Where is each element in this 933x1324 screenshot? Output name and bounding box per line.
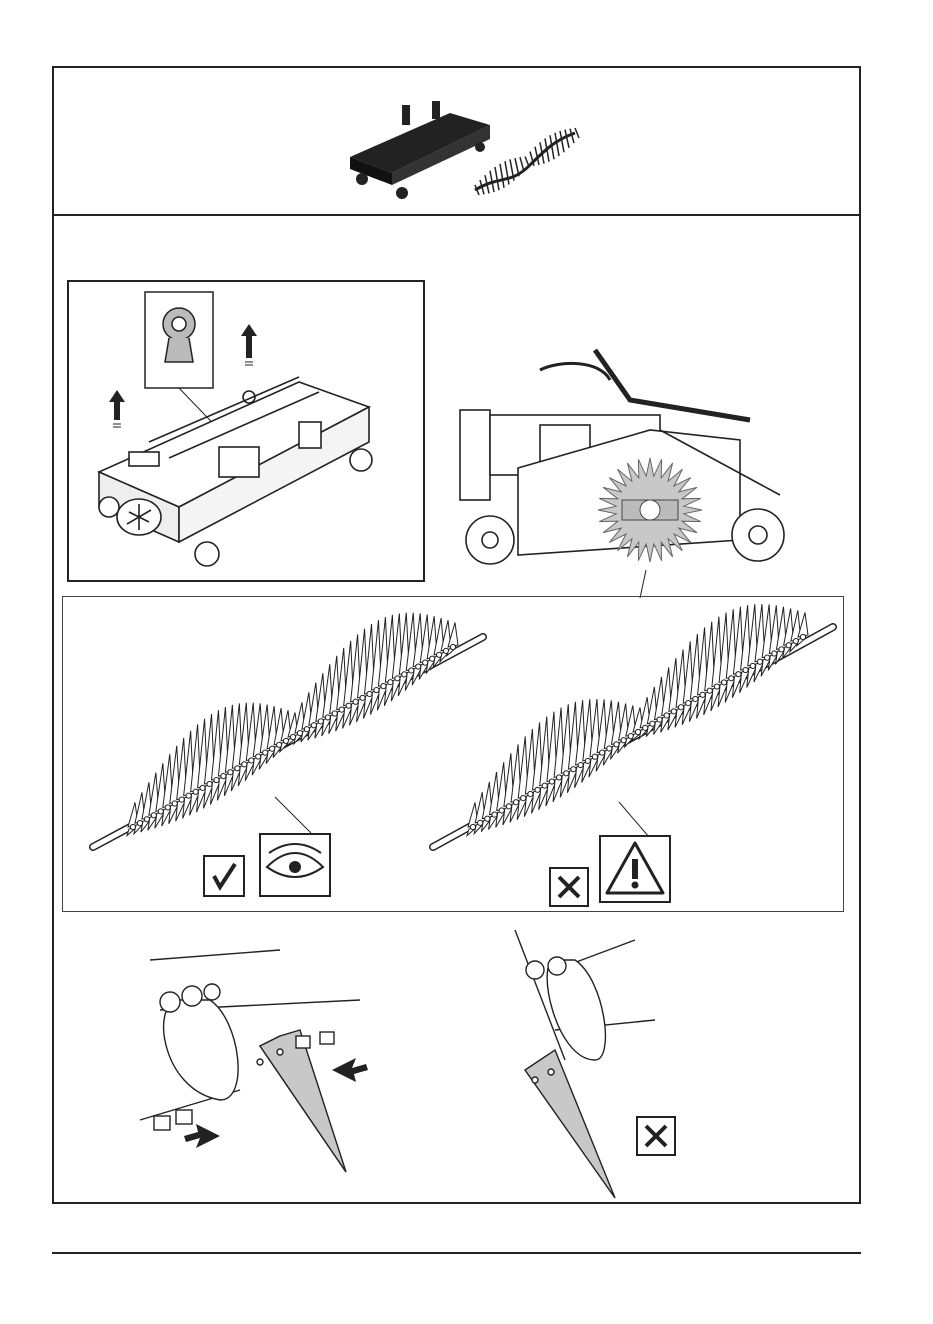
rotor-comparison-panel: [62, 596, 844, 912]
up-arrow-icon: [109, 390, 125, 427]
eye-icon: [259, 833, 331, 897]
lifting-points-drawing: [69, 282, 427, 584]
scarifier-isometric: [99, 377, 372, 566]
blade-assembly-detail: [120, 940, 420, 1180]
warning-icon: [599, 835, 671, 903]
cross-icon: [549, 867, 589, 907]
scarifier-machine-icon: [350, 101, 490, 199]
scarifier-header-illustration: [340, 95, 600, 205]
rotor-drawings: [63, 597, 845, 913]
footer-rule: [52, 1252, 861, 1254]
check-icon: [203, 855, 245, 897]
cross-icon: [636, 1116, 676, 1156]
lifting-points-panel: [67, 280, 425, 582]
up-arrow-icon: [241, 324, 257, 365]
lifting-eye-callout: [145, 292, 229, 440]
warning-callout-leader: [619, 802, 649, 837]
rotor-incorrect: [433, 604, 833, 847]
blade-incorrect-detail: [495, 930, 725, 1200]
rotor-correct: [93, 613, 483, 847]
tractor-attachment-side-view: [450, 330, 810, 580]
eye-callout-leader: [275, 797, 311, 833]
header-divider: [52, 214, 861, 216]
scarifier-rotor-icon: [475, 128, 579, 195]
